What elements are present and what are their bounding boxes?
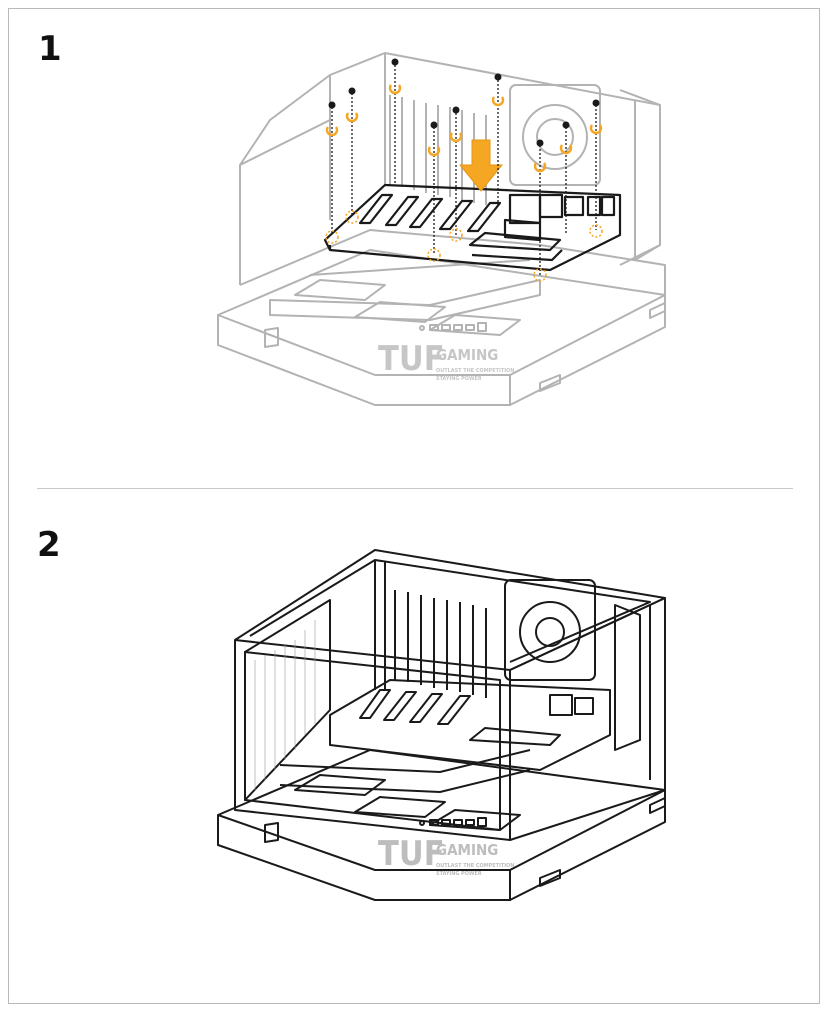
tagline-2a: OUTLAST THE COMPETITION (436, 863, 514, 869)
step-2-number: 2 (37, 525, 61, 565)
step-divider (37, 488, 793, 489)
step-1-illustration: TUF GAMING OUTLAST THE COMPETITION STAYI… (217, 52, 666, 406)
step-1-number: 1 (38, 29, 62, 69)
gaming-logo-1: GAMING (436, 346, 498, 364)
tagline-1a: OUTLAST THE COMPETITION (436, 368, 514, 374)
gaming-logo-2: GAMING (436, 841, 498, 859)
tuf-logo-1: TUF (378, 339, 445, 379)
tuf-logo-2: TUF (378, 834, 445, 874)
step-2-illustration: TUF GAMING OUTLAST THE COMPETITION STAYI… (217, 549, 666, 901)
tagline-2b: STAYING POWER (436, 871, 482, 877)
tagline-1b: STAYING POWER (436, 376, 482, 382)
